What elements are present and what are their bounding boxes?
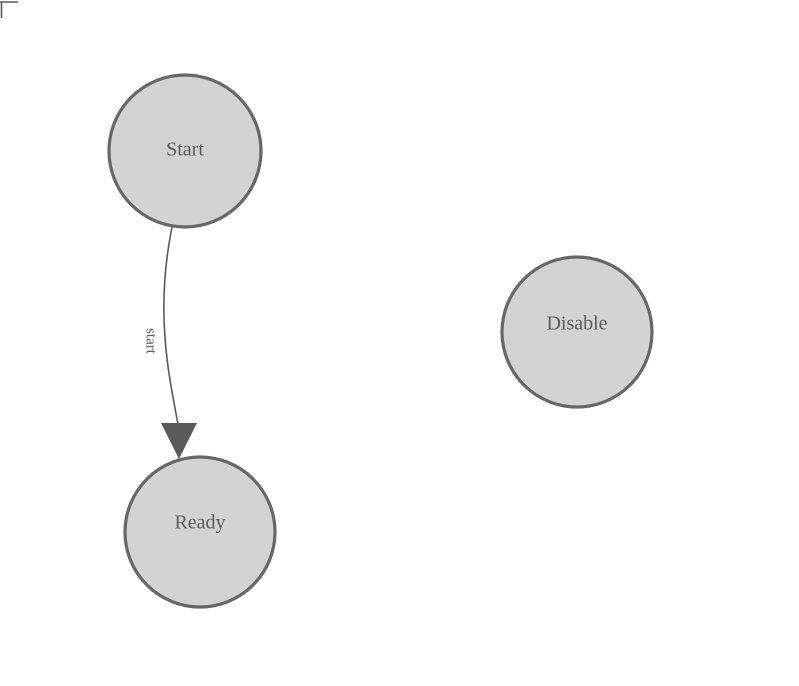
node-start-label: Start xyxy=(166,139,204,161)
node-ready-circle xyxy=(123,455,277,609)
node-disable-label: Disable xyxy=(546,313,607,335)
crop-mark-top-left xyxy=(0,1,18,18)
node-start-circle xyxy=(107,73,263,229)
node-ready-label: Ready xyxy=(174,512,225,534)
arrowhead-icon xyxy=(161,423,197,459)
edge-start-to-ready[interactable]: start xyxy=(143,226,197,459)
node-disable-circle xyxy=(500,255,654,409)
edge-label-start: start xyxy=(143,328,159,355)
node-ready[interactable]: Ready xyxy=(123,455,277,609)
node-start[interactable]: Start xyxy=(107,73,263,229)
node-disable[interactable]: Disable xyxy=(500,255,654,409)
edge-line xyxy=(163,226,180,431)
